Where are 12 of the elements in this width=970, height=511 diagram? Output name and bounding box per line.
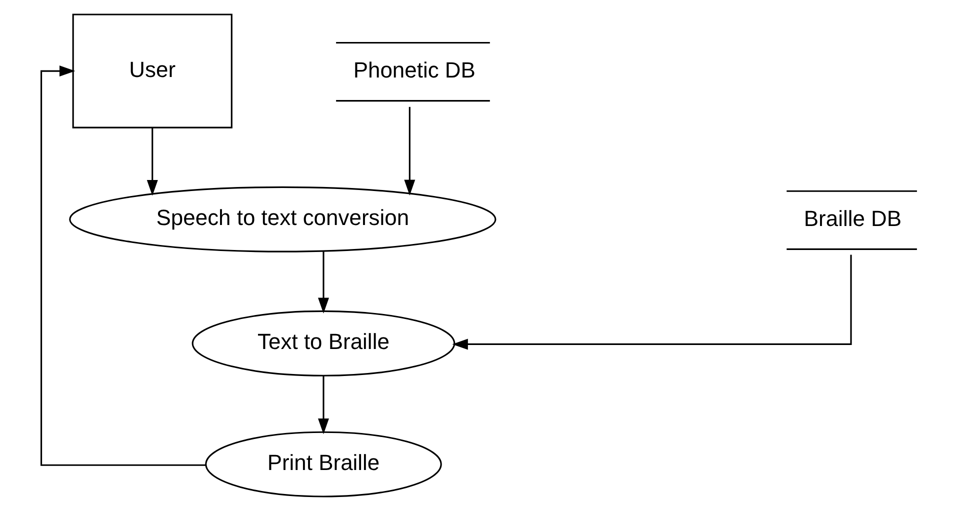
node-ellipse: Speech to text conversion bbox=[69, 186, 496, 252]
node-text: Braille DB bbox=[804, 206, 902, 231]
node-ellipse: Print Braille bbox=[205, 431, 442, 498]
node-box: User bbox=[72, 14, 232, 128]
arrow bbox=[318, 376, 329, 434]
arrow bbox=[404, 106, 416, 196]
arrow bbox=[452, 254, 852, 350]
node-text: Phonetic DB bbox=[353, 58, 476, 83]
node-ellipse: Text to Braille bbox=[192, 310, 456, 376]
arrow bbox=[318, 251, 329, 314]
arrow bbox=[146, 128, 158, 196]
arrow bbox=[40, 66, 206, 466]
